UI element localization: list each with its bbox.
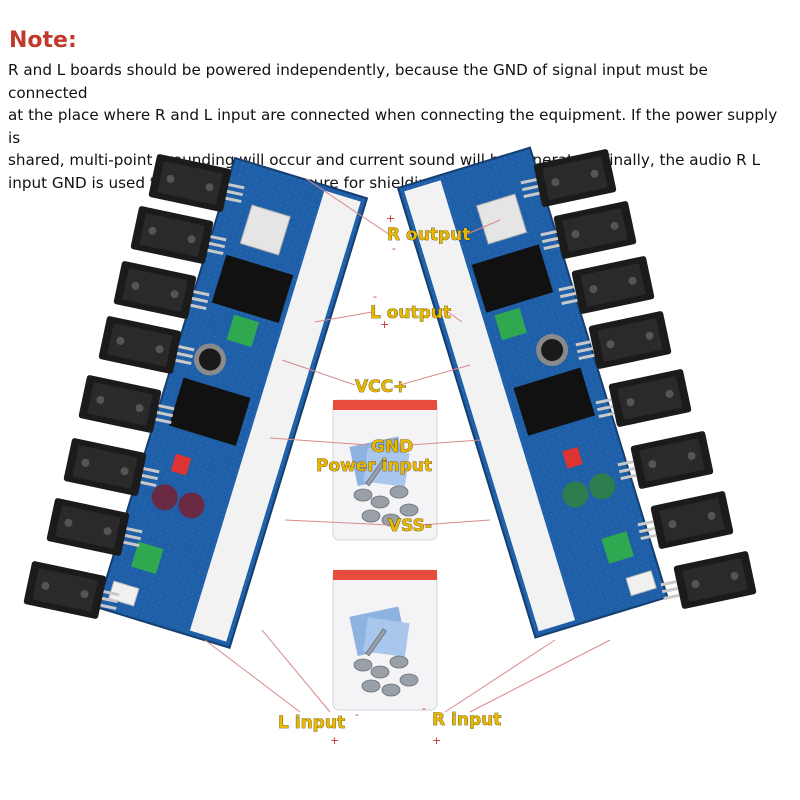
- right-amplifier-board: [396, 146, 669, 639]
- r-input-minus-marker: -: [422, 702, 426, 715]
- screw-bag-lower: [332, 569, 438, 711]
- vss-label: VSS-: [388, 516, 432, 536]
- r-input-label: R input: [432, 710, 501, 730]
- left-amplifier-board: [96, 156, 369, 650]
- r-output-plus-marker: +: [386, 212, 395, 225]
- l-input-minus-marker: -: [355, 708, 359, 721]
- gnd-label: GND: [371, 437, 413, 457]
- r-output-label: R output: [387, 225, 470, 245]
- pointer-lines: [204, 177, 611, 713]
- note-title: Note:: [9, 28, 77, 53]
- l-output-plus-marker: +: [380, 318, 389, 331]
- power-input-label: Power input: [316, 456, 432, 476]
- note-line: R and L boards should be powered indepen…: [8, 61, 708, 102]
- l-output-label: L output: [370, 303, 451, 323]
- l-input-plus-marker: +: [330, 734, 339, 747]
- l-output-minus-marker: -: [373, 290, 377, 303]
- l-input-label: L input: [278, 713, 345, 733]
- note-line: at the place where R and L input are con…: [8, 106, 778, 147]
- r-output-minus-marker: -: [392, 242, 396, 255]
- r-input-plus-marker: +: [432, 734, 441, 747]
- vcc-label: VCC+: [355, 377, 407, 397]
